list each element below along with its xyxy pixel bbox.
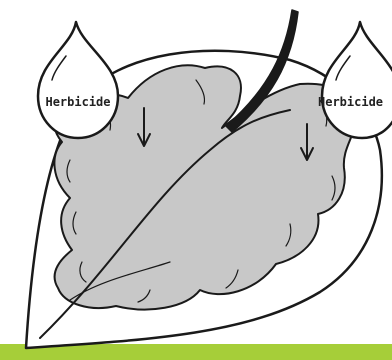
drop-left-label: Herbicide <box>45 95 110 109</box>
herbicide-drop-right: Herbicide <box>318 22 392 138</box>
drop-right-label: Herbicide <box>318 95 383 109</box>
drop-right-shape <box>322 22 392 138</box>
herbicide-drop-left: Herbicide <box>38 22 118 138</box>
drop-left-shape <box>38 22 118 138</box>
